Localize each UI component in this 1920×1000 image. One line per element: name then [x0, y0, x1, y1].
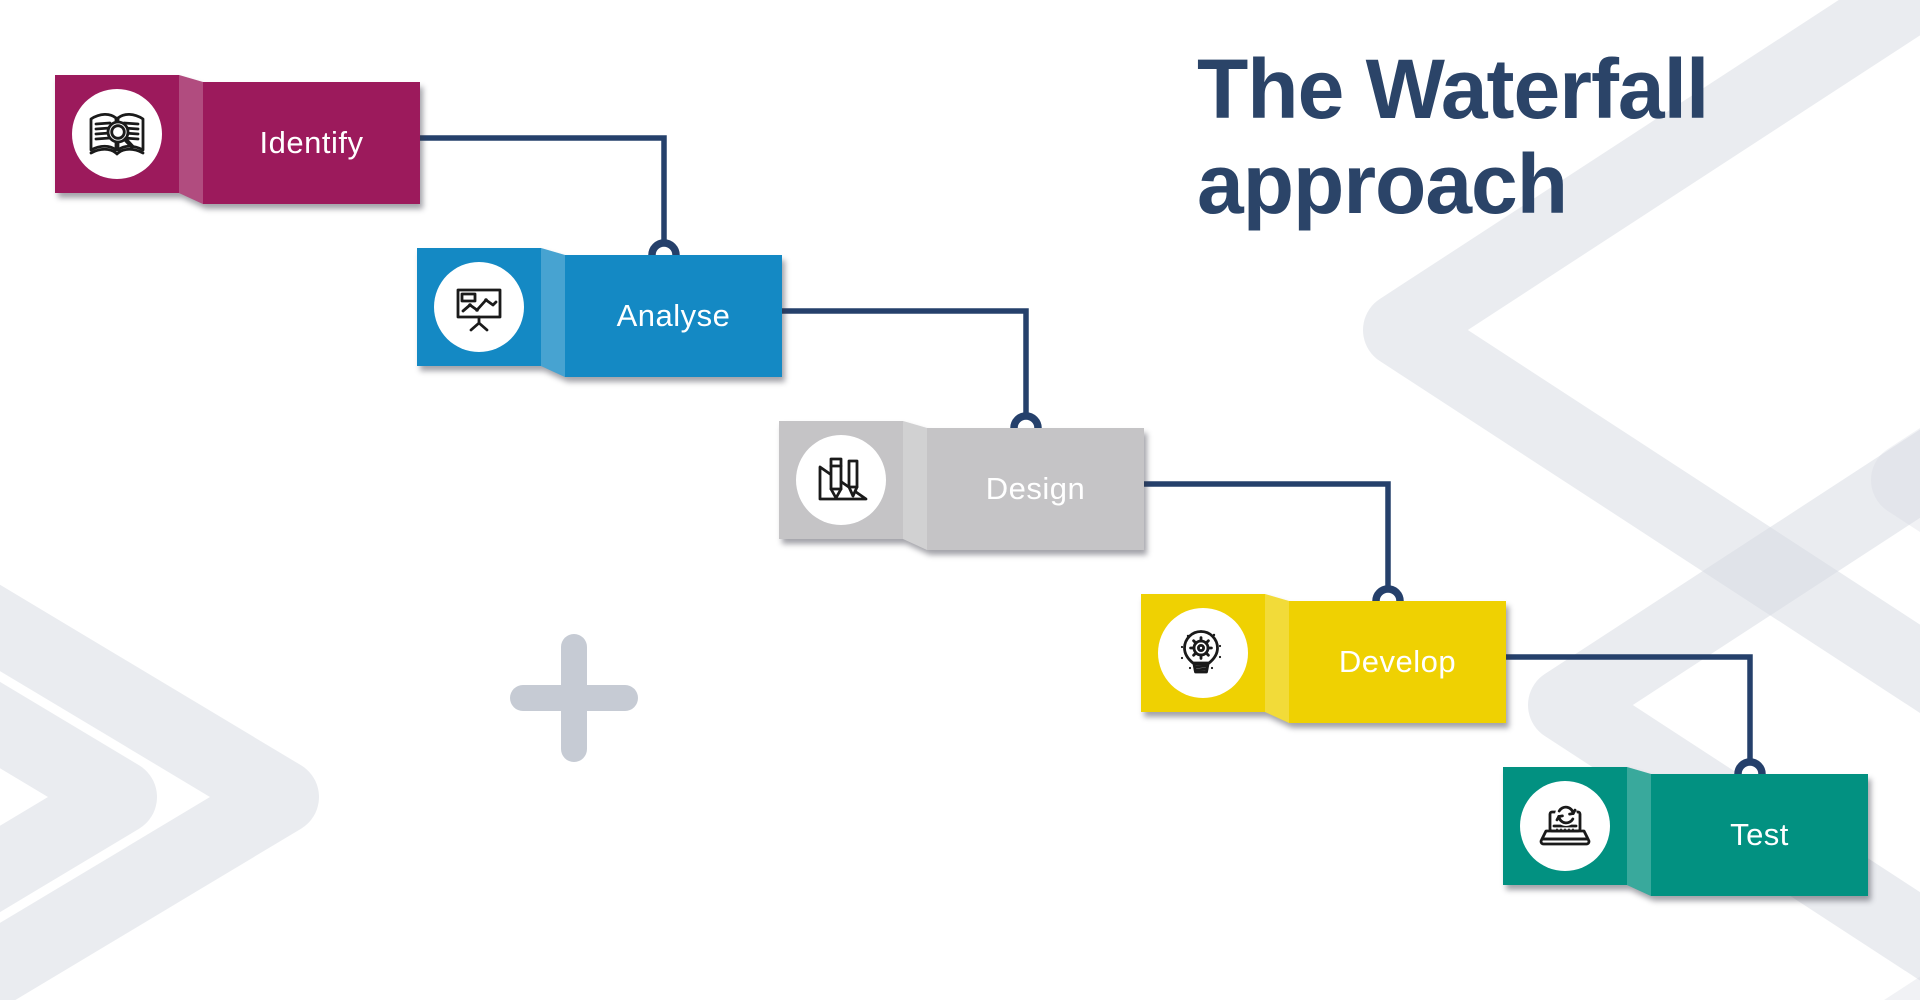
lightbulb-gear-icon	[1180, 630, 1222, 674]
connector-design-develop	[1144, 481, 1391, 601]
step-design: Design	[779, 421, 1151, 561]
chevron-watermark-icon	[1363, 0, 1920, 713]
connector-identify-analyse	[420, 135, 667, 255]
chevron-watermark-icon	[1528, 429, 1920, 981]
presentation-chart-icon	[456, 288, 502, 332]
plus-watermark-icon	[510, 634, 638, 762]
step-analyse: Analyse	[417, 248, 789, 388]
laptop-sync-icon	[1539, 804, 1591, 846]
page-title-line1: The Waterfall	[1197, 42, 1709, 136]
connector-develop-test	[1506, 654, 1753, 774]
step-label-develop: Develop	[1338, 644, 1457, 679]
step-label-test: Test	[1730, 817, 1789, 852]
connector-analyse-design	[782, 308, 1029, 428]
chevron-watermark-icon	[1871, 428, 1920, 532]
book-magnifier-icon	[89, 112, 145, 156]
page-title-line2: approach	[1197, 136, 1568, 231]
step-label-identify: Identify	[259, 125, 364, 160]
step-test: Test	[1503, 767, 1875, 907]
step-label-design: Design	[985, 471, 1086, 506]
page-title: The Waterfall approach	[1197, 42, 1857, 232]
chevron-watermark-icon	[0, 681, 157, 913]
step-label-analyse: Analyse	[616, 298, 731, 333]
step-develop: Develop	[1141, 594, 1513, 734]
drafting-tools-icon	[818, 457, 868, 501]
chevron-watermark-icon	[0, 584, 319, 1000]
step-identify: Identify	[55, 75, 427, 215]
